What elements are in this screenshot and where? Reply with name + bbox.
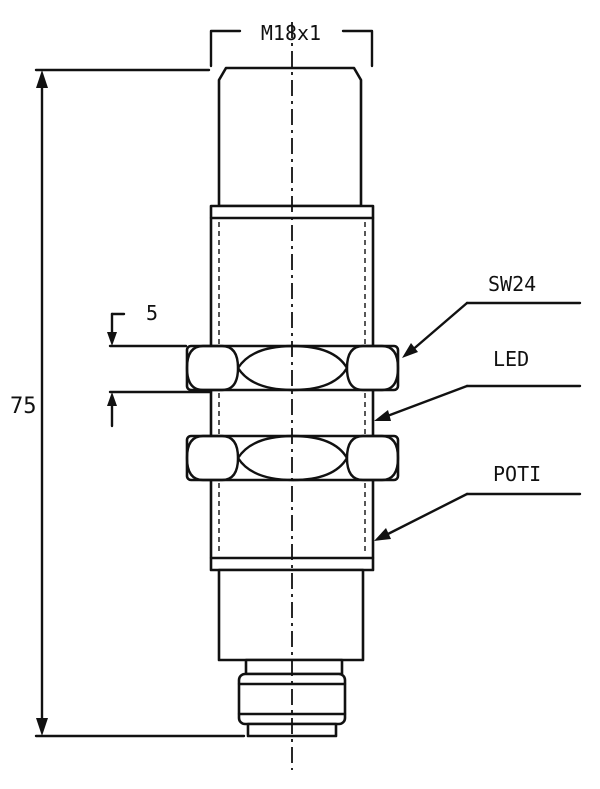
nut-gap-dimension: 5 — [107, 301, 213, 428]
sw24-label: SW24 — [488, 272, 536, 296]
length-dimension-label: 75 — [10, 394, 37, 419]
poti-label: POTI — [493, 462, 541, 486]
thread-dimension: M18x1 — [209, 21, 374, 68]
nut-gap-dimension-label: 5 — [146, 301, 158, 325]
poti-callout: POTI — [374, 462, 582, 541]
thread-dimension-label: M18x1 — [261, 21, 321, 45]
led-label: LED — [493, 347, 529, 371]
length-dimension: 75 — [10, 68, 246, 738]
lower-housing — [217, 568, 365, 662]
connector-neck — [244, 658, 344, 676]
sensing-head — [217, 66, 363, 208]
led-callout: LED — [374, 347, 582, 421]
upper-nut — [185, 344, 400, 392]
sw24-callout: SW24 — [402, 272, 582, 358]
